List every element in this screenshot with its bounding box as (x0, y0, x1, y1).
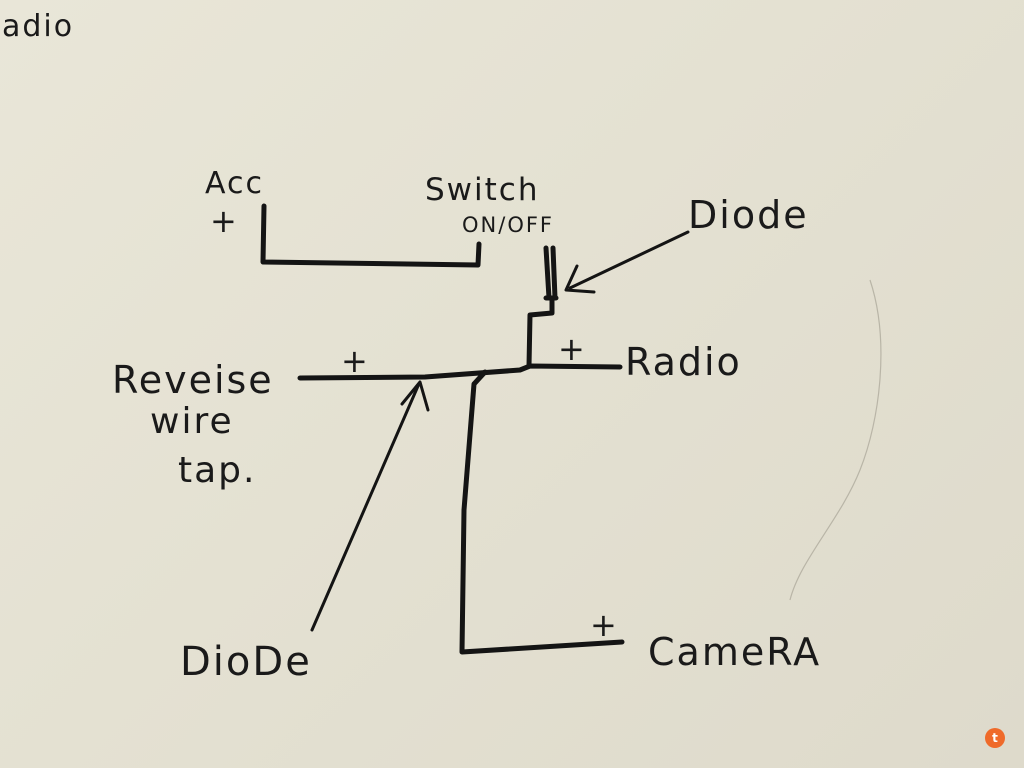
pencil-edge-line (789, 279, 882, 601)
radio-label: Radio (625, 340, 742, 384)
watermark-badge-icon: t (985, 728, 1005, 748)
wire-label: wire (150, 401, 234, 442)
acc-switch-wire (260, 203, 482, 268)
diode-bottom-arrow-shaft (310, 384, 420, 632)
camera-branch-wire (459, 369, 625, 655)
reverse-plus: + (341, 342, 370, 380)
diode-bottom-arrow-head (400, 380, 430, 412)
diode-top-arrow-shaft (568, 230, 690, 290)
diode-bottom-label: DioDe (180, 639, 312, 685)
acc-label: Acc (205, 166, 264, 201)
reverse-label: Reveise (112, 358, 274, 402)
diode-top-label: Diode (688, 193, 809, 237)
corner-text: adio (2, 9, 74, 44)
diode-top-arrow-head (564, 264, 596, 294)
switch-stub-wire (543, 245, 559, 301)
camera-plus: + (590, 606, 619, 644)
switch-label: Switch (425, 172, 540, 208)
camera-label: CameRA (648, 630, 821, 674)
switch-state-label: ON/OFF (462, 213, 554, 237)
acc-plus: + (210, 202, 239, 240)
main-bus-wire (297, 363, 623, 381)
radio-plus: + (558, 330, 587, 368)
tap-label: tap. (178, 450, 256, 491)
switch-step-wire (526, 297, 555, 369)
